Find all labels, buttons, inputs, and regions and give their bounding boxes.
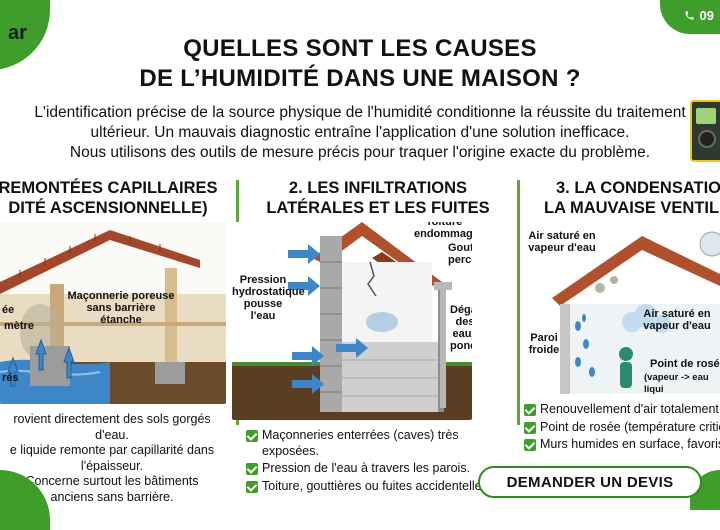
- check-icon: [524, 439, 536, 451]
- infiltration-illustration: Toiture endommagée Gouttières percées Pr…: [232, 222, 472, 420]
- capillary-illustration: ée mètre Maçonnerie poreuse sans barrièr…: [0, 222, 226, 404]
- col2-label-gutters: Gouttières percées: [448, 242, 472, 266]
- col1-label-porous: Maçonnerie poreuse sans barrière étanche: [67, 290, 175, 326]
- col1-label-a: ée: [2, 304, 15, 316]
- list-item: Pression de l'eau à travers les parois.: [246, 461, 508, 477]
- col3-bullets: Renouvellement d'air totalement in Point…: [524, 402, 720, 453]
- title-line-1: QUELLES SONT LES CAUSES: [183, 35, 537, 62]
- moisture-meter-icon: [690, 100, 720, 162]
- list-item: Renouvellement d'air totalement in: [524, 402, 720, 418]
- col1-title: REMONTÉES CAPILLAIRES DITÉ ASCENSIONNELL…: [0, 179, 218, 217]
- column-separator: [517, 180, 520, 425]
- check-icon: [524, 421, 536, 434]
- col2-label-roof: Toiture endommagée: [414, 222, 472, 240]
- phone-number: 09: [699, 8, 714, 23]
- page-title: QUELLES SONT LES CAUSES DE L’HUMIDITÉ DA…: [0, 34, 720, 94]
- logo[interactable]: ar: [8, 22, 27, 44]
- condensation-illustration: Air saturé en vapeur d'eau Air saturé en…: [522, 222, 720, 398]
- check-icon: [246, 430, 258, 442]
- col2-bullets: Maçonneries enterrées (caves) très expos…: [246, 428, 508, 494]
- col1-label-b: mètre: [4, 320, 34, 332]
- col2-label-pressure: Pression hydrostatique pousse l'eau: [232, 274, 305, 322]
- intro-line-3: Nous utilisons des outils de mesure préc…: [69, 144, 651, 161]
- phone-icon: [684, 11, 694, 20]
- col3-label-air-2: Air saturé en vapeur d'eau: [643, 308, 711, 332]
- title-line-2: DE L’HUMIDITÉ DANS UNE MAISON ?: [139, 65, 581, 92]
- col2-title: 2. LES INFILTRATIONS LATÉRALES ET LES FU…: [266, 179, 490, 217]
- col1-label-d: rés: [2, 372, 19, 384]
- col3-label-dewpoint: Point de rosée: [650, 358, 720, 370]
- check-icon: [246, 480, 258, 493]
- intro-line-2: ultérieur. Un mauvais diagnostic entraîn…: [90, 124, 630, 141]
- col3-label-air-1: Air saturé en vapeur d'eau: [528, 230, 596, 254]
- quote-request-button[interactable]: DEMANDER UN DEVIS: [478, 466, 702, 498]
- col2-label-leak: Dégât des eaux ponctuel: [450, 304, 472, 352]
- list-item: Toiture, gouttières ou fuites accidentel…: [246, 479, 508, 495]
- check-icon: [524, 404, 536, 416]
- list-item: Maçonneries enterrées (caves) très expos…: [246, 428, 508, 459]
- phone-link[interactable]: 09: [684, 8, 720, 23]
- list-item: Murs humides en surface, favorise les: [524, 437, 720, 453]
- list-item: Point de rosée (température critique: [524, 420, 720, 436]
- check-icon: [246, 463, 258, 475]
- col3-label-dewpoint-sub: (vapeur -> eau liqui: [644, 372, 709, 395]
- intro-line-1: L'identification précise de la source ph…: [34, 104, 686, 121]
- col3-label-wall: Paroi froide: [528, 332, 560, 356]
- intro-text: L'identification précise de la source ph…: [0, 103, 720, 163]
- col3-title: 3. LA CONDENSATIO LA MAUVAISE VENTIL: [544, 179, 720, 217]
